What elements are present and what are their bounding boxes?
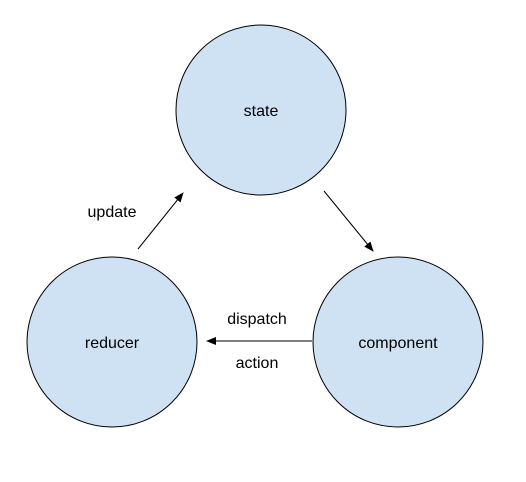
update-label: update bbox=[88, 204, 137, 221]
component-circle bbox=[312, 256, 484, 428]
reducer-circle bbox=[26, 256, 198, 428]
dispatch-label: dispatch bbox=[227, 311, 287, 328]
component-label: component bbox=[358, 335, 438, 352]
node-state: state bbox=[175, 24, 347, 196]
state-label: state bbox=[244, 103, 279, 120]
reducer-label: reducer bbox=[85, 335, 140, 352]
node-component: component bbox=[312, 256, 484, 428]
node-reducer: reducer bbox=[26, 256, 198, 428]
arrow-reducer-to-state bbox=[137, 192, 184, 250]
action-label: action bbox=[236, 355, 279, 372]
state-circle bbox=[175, 24, 347, 196]
arrow-state-to-component bbox=[323, 190, 374, 252]
